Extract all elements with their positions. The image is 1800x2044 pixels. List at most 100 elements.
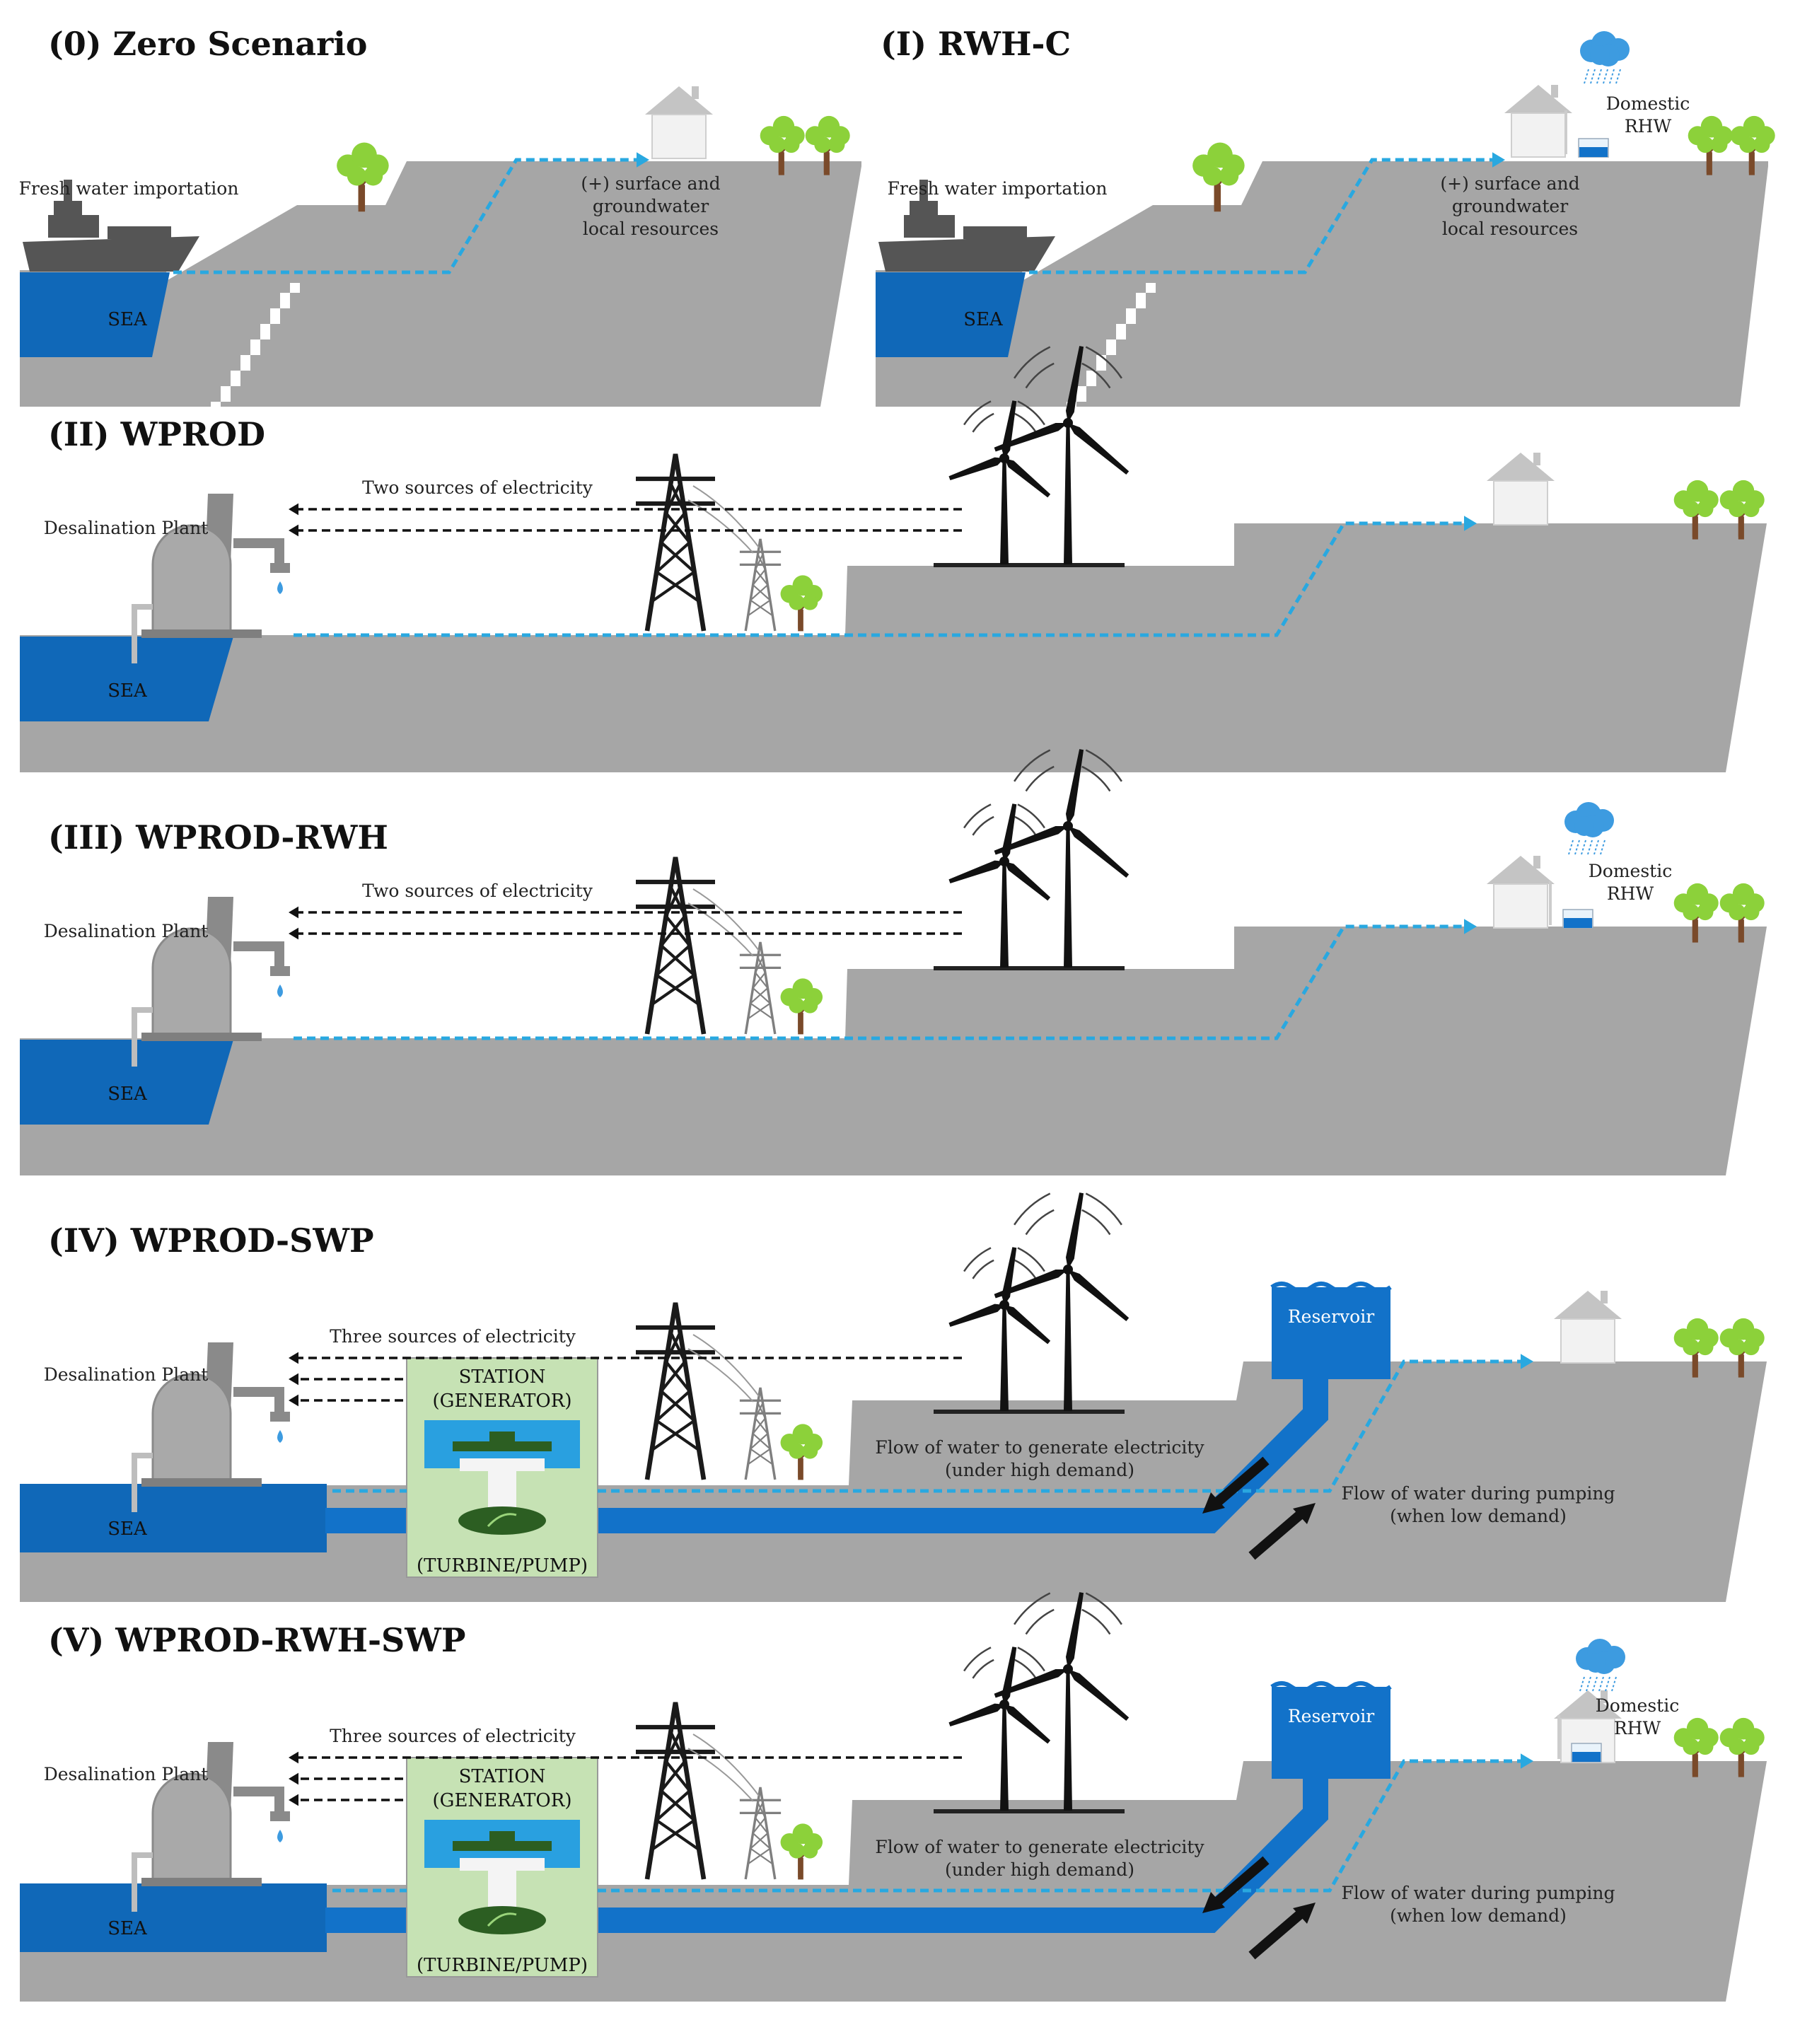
pumping-flow-label: Flow of water during pumping: [1341, 1883, 1615, 1903]
wind-turbine-icon: [948, 400, 1051, 564]
house-chimney: [1533, 856, 1540, 869]
pylon-brace: [755, 1817, 769, 1834]
wind-arc: [1017, 1247, 1045, 1272]
cliff-step: [1136, 293, 1146, 300]
cliff-step: [1116, 324, 1126, 331]
generator-rotor: [453, 1841, 552, 1851]
house-roof: [1487, 453, 1555, 481]
tree-icon: [1719, 1717, 1765, 1777]
rain-drop: [1609, 69, 1615, 84]
rain-drop: [1581, 840, 1586, 855]
tree-icon: [337, 142, 389, 212]
ship-funnel: [64, 180, 72, 202]
reservoir: [1272, 1287, 1390, 1379]
cliff-step: [240, 361, 250, 371]
arrowhead-icon: [1464, 516, 1477, 531]
tree-leaf: [1743, 500, 1760, 518]
turbine-tower: [1000, 1705, 1009, 1811]
wind-arc: [963, 400, 992, 426]
water-drop-icon: [277, 1430, 283, 1443]
pylon-brace: [660, 1390, 696, 1422]
wind-farm: [934, 1592, 1130, 1813]
plant-base: [141, 1878, 262, 1886]
pylon-brace: [752, 1417, 766, 1434]
panel-title: (IV) WPROD-SWP: [48, 1221, 374, 1260]
pylon-brace: [669, 1331, 687, 1363]
ship-funnel: [919, 180, 928, 202]
pylon-brace: [755, 569, 769, 586]
rain-drop: [1592, 1676, 1598, 1692]
generation-arrow: [1213, 1856, 1270, 1907]
pylon-brace: [755, 554, 764, 570]
turbine-hub: [999, 856, 1009, 866]
turbine-blade: [1001, 1647, 1017, 1705]
turbine-tower: [1064, 1270, 1072, 1411]
tree-leaf: [789, 997, 805, 1014]
turbine-blade: [1065, 1192, 1084, 1270]
resources-label: local resources: [583, 219, 719, 239]
pylon-brace: [752, 569, 766, 586]
rain-drop: [1603, 69, 1608, 84]
turbine-hub: [1063, 1664, 1073, 1674]
cliff-step: [1116, 330, 1126, 339]
tree-trunk: [798, 609, 803, 632]
generator-shaft: [488, 1468, 516, 1512]
plant-tap-head: [270, 966, 290, 976]
tree-leaf: [1729, 1338, 1746, 1356]
pylon-brace: [750, 1433, 769, 1450]
tree-trunk: [798, 1458, 803, 1480]
wind-farm: [934, 749, 1130, 970]
station-label: STATION: [459, 1766, 546, 1787]
tree-leaf: [828, 136, 845, 153]
cliff-step: [1136, 298, 1146, 308]
tree-leaf: [347, 166, 367, 186]
tree-trunk: [1692, 1354, 1698, 1378]
wind-arc: [1081, 1209, 1111, 1236]
rwh-label: RHW: [1607, 883, 1654, 904]
tree-icon: [1730, 115, 1775, 175]
resources-label: local resources: [1442, 219, 1578, 239]
cliff-step: [1106, 345, 1116, 355]
turbine-blade: [994, 1270, 1068, 1299]
tree-trunk: [798, 1012, 803, 1035]
tree-leaf: [1739, 136, 1756, 153]
shaft-plate: [460, 1458, 545, 1471]
power-wire: [687, 888, 760, 957]
sea-label: SEA: [963, 309, 1004, 330]
turbine-tower: [1000, 861, 1009, 968]
tree-leaf: [802, 997, 818, 1014]
wind-arc: [963, 1647, 992, 1672]
wind-arc: [1025, 1209, 1055, 1236]
panel-title: (0) Zero Scenario: [48, 25, 367, 63]
tree-icon: [1673, 480, 1719, 540]
electricity-pylon-icon: [636, 1702, 715, 1880]
turbine-blade: [1068, 1270, 1130, 1322]
ship-deck: [108, 226, 171, 239]
wind-arc: [972, 815, 994, 836]
pylon-brace: [748, 1002, 771, 1020]
cliff-step: [221, 392, 231, 402]
arrowhead-icon: [289, 927, 298, 940]
plant-tap-pipe: [233, 941, 284, 968]
tree-icon: [1673, 1318, 1719, 1378]
turbine-hub: [999, 453, 1009, 463]
electricity-pylon-icon: [739, 1387, 782, 1480]
turbine-blade: [948, 1703, 1004, 1727]
rain-drop: [1611, 1676, 1617, 1692]
pylon-brace: [748, 1448, 771, 1465]
rain-cloud-icon: [1580, 31, 1630, 84]
sea: [876, 272, 1026, 357]
power-wire: [687, 1334, 760, 1403]
water-flow-line: [598, 1359, 1521, 1493]
sea: [20, 272, 170, 357]
pylon-brace: [757, 1403, 766, 1419]
pylon-brace: [656, 1419, 700, 1452]
pylon-line: [636, 1702, 782, 1880]
wind-arc: [1085, 1592, 1122, 1625]
tree-leaf: [783, 136, 800, 153]
tree-leaf: [1683, 1338, 1700, 1356]
pylon-brace: [660, 915, 686, 947]
